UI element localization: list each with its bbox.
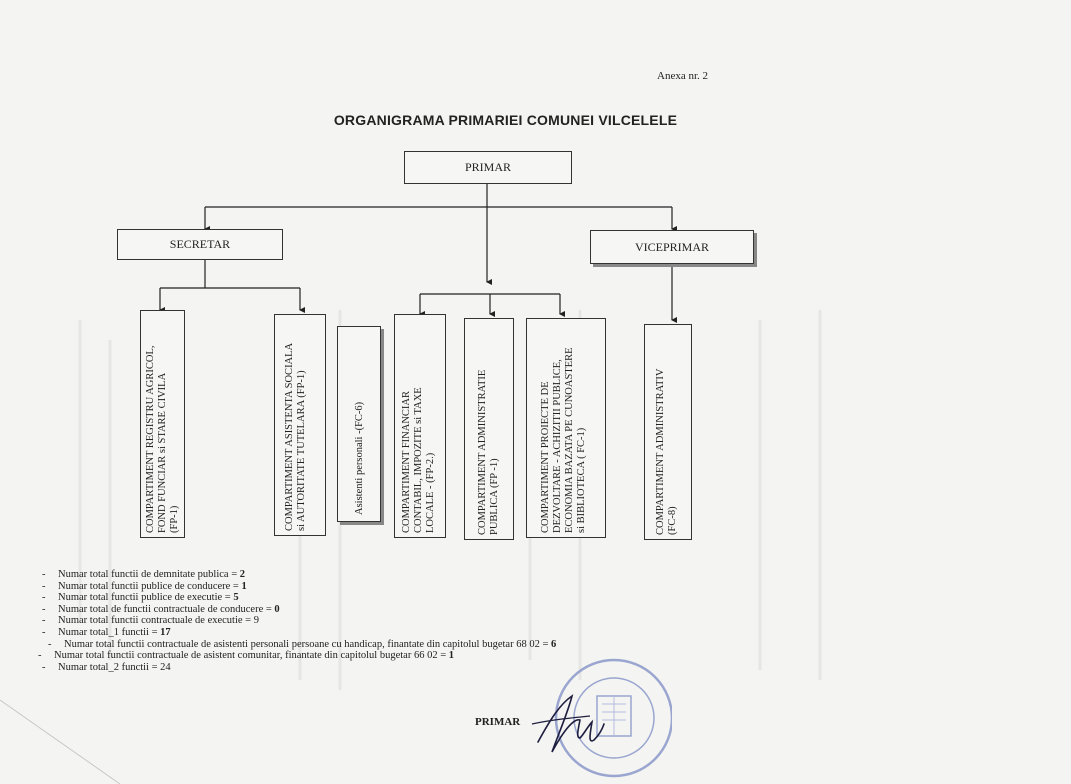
totals-item: -Numar total functii de demnitate public… xyxy=(42,569,245,580)
totals-list: -Numar total functii de demnitate public… xyxy=(38,569,556,673)
node-financiar-contabil: COMPARTIMENT FINANCIAR CONTABIL, IMPOZIT… xyxy=(394,314,446,538)
node-registru-agricol-label: COMPARTIMENT REGISTRU AGRICOL, FOND FUNC… xyxy=(145,345,180,533)
totals-item: -Numar total functii contractuale de asi… xyxy=(38,650,454,662)
totals-item: -Numar total_2 functii = 24 xyxy=(42,661,171,673)
totals-item: -Numar total functii publice de conducer… xyxy=(42,580,247,592)
node-administratie-publica-label: COMPARTIMENT ADMINISTRATIE PUBLICA (FP -… xyxy=(477,369,500,535)
node-asistenta-sociala: COMPARTIMENT ASISTENTA SOCIALA si AUTORI… xyxy=(274,314,326,536)
node-administrativ-label: COMPARTIMENT ADMINISTRATIV (FC-8) xyxy=(655,368,678,535)
signature-icon xyxy=(531,694,605,753)
node-registru-agricol: COMPARTIMENT REGISTRU AGRICOL, FOND FUNC… xyxy=(140,310,185,538)
annex-label: Anexa nr. 2 xyxy=(657,70,709,82)
node-asistenti-personali: Asistenti personali -(FC-6) xyxy=(337,326,381,522)
totals-item: -Numar total functii publice de executie… xyxy=(42,592,239,604)
node-proiecte-dezvoltare: COMPARTIMENT PROIECTE DE DEZVOLTARE - AC… xyxy=(526,318,606,538)
node-administrativ: COMPARTIMENT ADMINISTRATIV (FC-8) xyxy=(644,324,692,540)
totals-item: -Numar total de functii contractuale de … xyxy=(42,603,280,615)
page-title: ORGANIGRAMA PRIMARIEI COMUNEI VILCELELE xyxy=(333,112,678,128)
node-asistenta-sociala-label: COMPARTIMENT ASISTENTA SOCIALA si AUTORI… xyxy=(284,342,307,531)
node-financiar-contabil-label: COMPARTIMENT FINANCIAR CONTABIL, IMPOZIT… xyxy=(401,387,436,533)
totals-item: -Numar total functii contractuale de exe… xyxy=(42,615,259,627)
totals-item: -Numar total_1 functii = 17 xyxy=(42,626,171,638)
node-secretar: SECRETAR xyxy=(117,229,283,260)
signature-label: PRIMAR xyxy=(475,716,521,728)
totals-item: -Numar total functii contractuale de asi… xyxy=(48,638,557,650)
node-asistenti-personali-label: Asistenti personali -(FC-6) xyxy=(354,401,365,515)
node-administratie-publica: COMPARTIMENT ADMINISTRATIE PUBLICA (FP -… xyxy=(464,318,514,540)
node-proiecte-dezvoltare-label: COMPARTIMENT PROIECTE DE DEZVOLTARE - AC… xyxy=(540,347,587,533)
node-primar: PRIMAR xyxy=(404,151,572,184)
node-viceprimar: VICEPRIMAR xyxy=(590,230,754,264)
